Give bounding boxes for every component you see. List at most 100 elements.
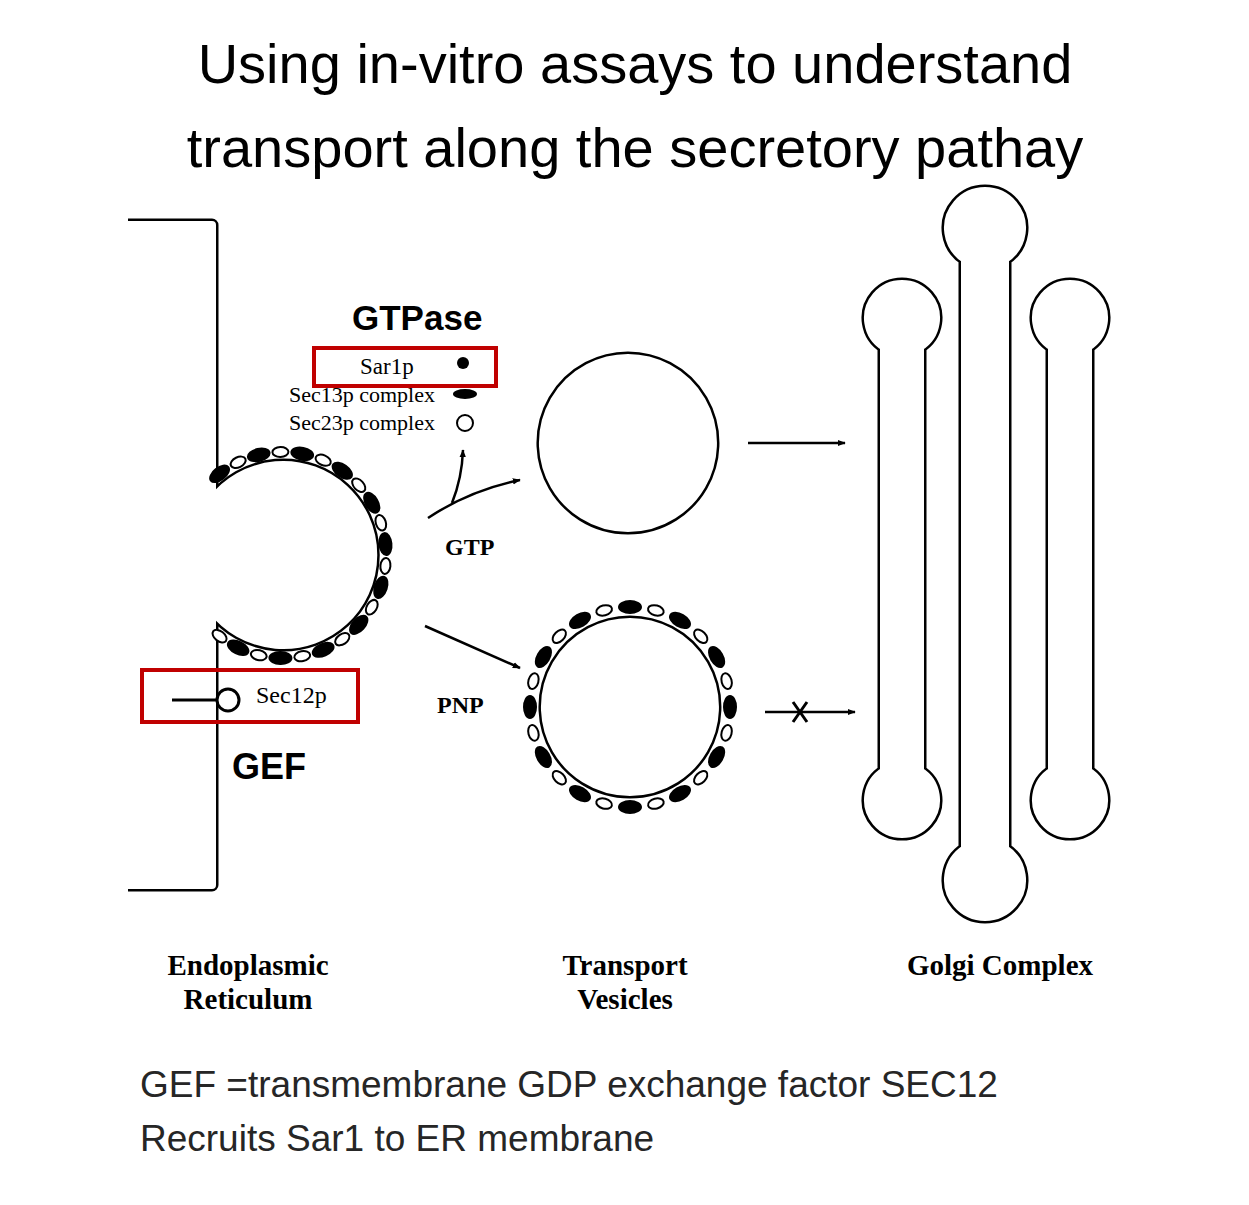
- legend-symbol: [453, 382, 479, 408]
- coat-particle: [706, 744, 727, 769]
- coat-particles: [207, 446, 736, 813]
- nucleotide-label: GTP: [445, 530, 515, 564]
- coat-particle: [293, 650, 311, 663]
- legend-symbol: [453, 410, 479, 436]
- coat-particle: [363, 598, 380, 617]
- role-heading: GEF: [232, 746, 306, 788]
- sec12p-symbol: [217, 689, 239, 711]
- coat-particle: [350, 476, 368, 495]
- coat-particle: [533, 744, 554, 769]
- endoplasmic-reticulum: [120, 225, 373, 885]
- title-block: Using in-vitro assays to understand tran…: [95, 22, 1175, 190]
- protein-box: Sec12pGEF: [140, 668, 360, 724]
- role-heading: GTPase: [352, 298, 482, 338]
- uncoated-vesicle: [543, 358, 713, 528]
- coat-particle: [333, 631, 352, 648]
- protein-symbol: [140, 668, 141, 669]
- coat-particle: [330, 460, 355, 482]
- legend: Sec13p complexSec23p complex: [238, 382, 483, 438]
- er-lumen: [120, 232, 140, 878]
- golgi-cisterna-inner: [1036, 284, 1104, 834]
- protein-symbol: [312, 346, 313, 347]
- coat-particle: [250, 648, 268, 661]
- coat-particle: [247, 446, 271, 463]
- coat-particle: [619, 801, 641, 813]
- caption: GEF =transmembrane GDP exchange factor S…: [140, 1058, 1140, 1166]
- golgi-cisterna: [868, 284, 936, 834]
- coat-particle: [361, 490, 383, 515]
- coat-particle: [226, 638, 251, 658]
- coat-particle: [595, 604, 613, 618]
- label-holder: PNP: [437, 688, 507, 722]
- protein-name: Sec12p: [256, 682, 327, 709]
- sar1p-symbol: [457, 357, 469, 369]
- coat-particle: [527, 724, 541, 742]
- coat-particle: [524, 696, 536, 718]
- coat-particle: [550, 769, 568, 787]
- membrane-anchor: [172, 699, 216, 702]
- compartment-label: Golgi Complex: [900, 948, 1100, 982]
- coat-particle: [647, 604, 665, 618]
- legend-text: Sec13p complex: [289, 382, 435, 408]
- blocked-arrow: [765, 711, 855, 714]
- coat-particle: [647, 797, 665, 811]
- coat-particle: [347, 613, 371, 637]
- coat-particle: [272, 447, 288, 457]
- legend-row: Sec23p complex: [238, 410, 483, 438]
- er-membrane: [128, 225, 373, 885]
- er-membrane-inner: [128, 225, 373, 885]
- coat-particle: [567, 610, 592, 631]
- coated-vesicle-inner: [545, 622, 715, 792]
- nucleotide-label: PNP: [437, 688, 507, 722]
- coat-particle: [720, 724, 734, 742]
- golgi-cisterna: [1036, 284, 1104, 834]
- uncoated-vesicle-inner: [543, 358, 713, 528]
- gtp-arrow: [428, 480, 520, 518]
- block-cross: [793, 702, 807, 722]
- coat-particle: [550, 627, 568, 645]
- release-arrow: [452, 450, 463, 503]
- coat-particle: [210, 627, 229, 645]
- protein-name: Sar1p: [360, 354, 414, 380]
- coat-particle: [527, 672, 541, 690]
- coat-particle: [692, 769, 710, 787]
- label-holder: GTP: [445, 530, 515, 564]
- legend-text: Sec23p complex: [289, 410, 435, 436]
- coat-particle: [692, 627, 710, 645]
- coat-particle: [567, 783, 592, 804]
- pnp-arrow: [425, 626, 520, 668]
- coat-particle: [290, 446, 314, 462]
- compartment-label: Transport Vesicles: [515, 948, 735, 1016]
- coat-particle: [706, 644, 727, 669]
- label-holder: Endoplasmic Reticulum: [128, 948, 368, 1016]
- transport-vesicles: [543, 358, 715, 792]
- coat-particle: [724, 696, 736, 718]
- golgi-cisterna: [948, 191, 1022, 917]
- label-holder: Golgi Complex: [900, 948, 1100, 982]
- coated-vesicle: [545, 622, 715, 792]
- coat-particle: [269, 652, 291, 665]
- label-holder: Transport Vesicles: [515, 948, 735, 1016]
- coat-particle: [720, 672, 734, 690]
- golgi-complex: [868, 191, 1104, 917]
- legend-row: Sec13p complex: [238, 382, 483, 410]
- coat-particle: [311, 640, 336, 660]
- compartment-label: Endoplasmic Reticulum: [128, 948, 368, 1016]
- coat-particle: [314, 452, 333, 467]
- coat-particle: [380, 557, 392, 574]
- caption-block: GEF =transmembrane GDP exchange factor S…: [140, 1058, 1140, 1166]
- coat-particle: [619, 601, 641, 613]
- coat-particle: [667, 610, 692, 631]
- golgi-cisterna-inner: [868, 284, 936, 834]
- golgi-cisterna-inner: [948, 191, 1022, 917]
- title: Using in-vitro assays to understand tran…: [95, 22, 1175, 190]
- protein-box: GTPaseSar1p: [312, 346, 498, 388]
- coat-particle: [372, 575, 390, 600]
- coat-particle: [229, 454, 248, 470]
- coat-particle: [378, 532, 392, 555]
- coat-particle: [374, 514, 389, 532]
- coat-particle: [667, 783, 692, 804]
- coat-particle: [595, 797, 613, 811]
- to-golgi-arrow: [748, 442, 845, 445]
